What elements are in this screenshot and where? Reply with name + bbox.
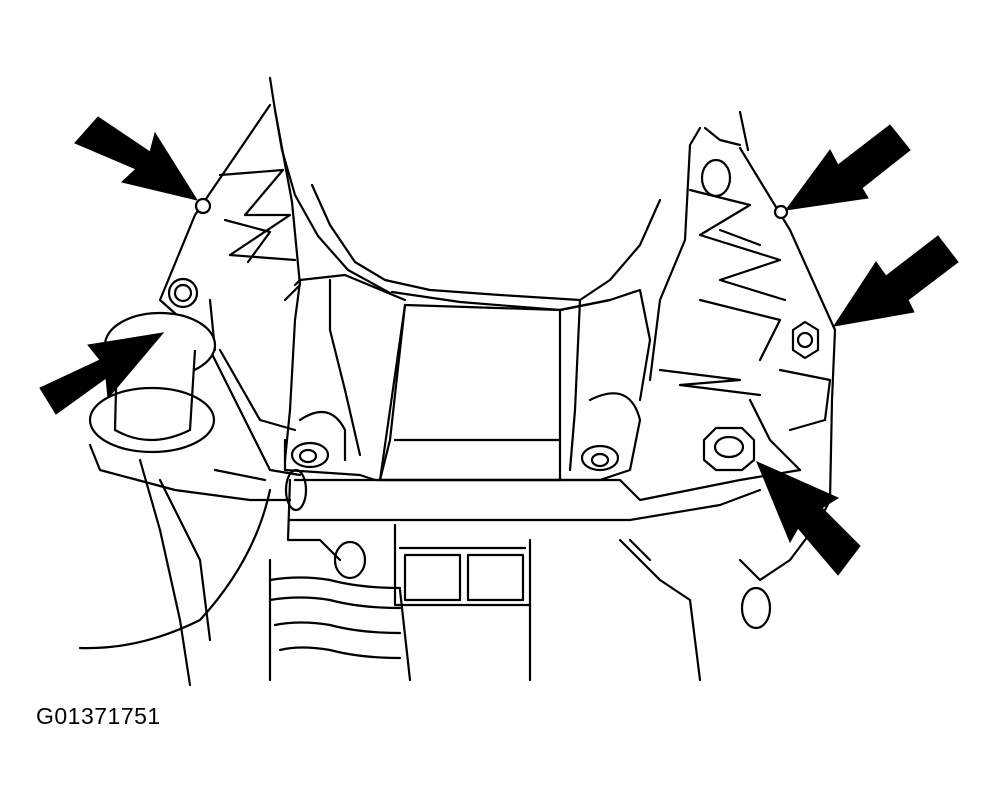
bolt-upper-left (194, 197, 212, 215)
arrow-left (39, 332, 165, 415)
callout-arrows (39, 116, 959, 576)
connector-block (333, 523, 532, 607)
central-module-housing (283, 273, 652, 482)
figure-id-label: G01371751 (36, 703, 161, 729)
hole-right (590, 452, 610, 468)
bolt-upper-right (773, 204, 789, 220)
connector-pin-right (466, 553, 525, 602)
bolt-left (167, 277, 199, 309)
nut-lower-right (702, 426, 756, 472)
bolt-right (791, 320, 820, 360)
left-mounting-bracket (158, 103, 302, 477)
arrow-upper-right (784, 124, 911, 211)
right-mounting-bracket (648, 126, 837, 502)
lower-column-ribs (268, 538, 642, 682)
arrow-lower-right (756, 461, 861, 576)
lower-right-housing (628, 498, 832, 682)
arrow-upper-left (74, 116, 199, 201)
arrow-right (832, 235, 959, 327)
connector-pin-left (403, 553, 462, 602)
hole-left (298, 448, 318, 464)
lower-cross-bar (284, 468, 802, 562)
